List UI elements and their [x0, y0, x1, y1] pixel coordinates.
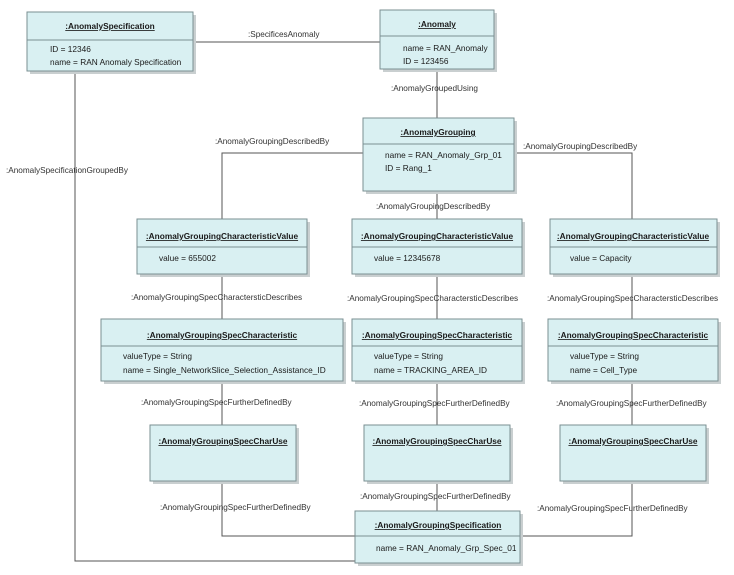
connector-labels: :SpecificesAnomaly :AnomalyGroupedUsing …	[6, 30, 718, 513]
object-title: :AnomalyGrouping	[400, 127, 475, 137]
object-attribute: ID = Rang_1	[385, 163, 432, 173]
object-attribute: ID = 123456	[403, 56, 449, 66]
char-value-box-1[interactable]: :AnomalyGroupingCharacteristicValue valu…	[136, 218, 310, 277]
grouping-spec-box[interactable]: :AnomalyGroupingSpecification name = RAN…	[354, 510, 523, 566]
object-attribute: valueType = String	[123, 351, 192, 361]
object-attribute: value = 12345678	[374, 253, 441, 263]
object-attribute: ID = 12346	[50, 44, 91, 54]
object-attribute: valueType = String	[374, 351, 443, 361]
label-further-defined-4: :AnomalyGroupingSpecFurtherDefinedBy	[160, 503, 312, 512]
object-title: :Anomaly	[418, 19, 456, 29]
object-attribute: value = 655002	[159, 253, 216, 263]
label-described-by-left: :AnomalyGroupingDescribedBy	[215, 137, 330, 146]
edge-described-by-left	[221, 152, 363, 219]
label-spec-grouped-by: :AnomalySpecificationGroupedBy	[6, 166, 129, 175]
label-char-describes-1: :AnomalyGroupingSpecCharactersticDescrib…	[131, 293, 302, 302]
object-title: :AnomalyGroupingSpecCharacteristic	[558, 330, 709, 340]
char-use-box-2[interactable]: :AnomalyGroupingSpecCharUse	[363, 424, 513, 484]
object-attribute: name = RAN_Anomaly_Grp_01	[385, 150, 502, 160]
label-described-by-right: :AnomalyGroupingDescribedBy	[523, 142, 638, 151]
spec-char-box-3[interactable]: :AnomalyGroupingSpecCharacteristic value…	[547, 318, 721, 384]
label-further-defined-1: :AnomalyGroupingSpecFurtherDefinedBy	[141, 398, 293, 407]
object-title: :AnomalySpecification	[65, 21, 154, 31]
edge-further-defined-6	[520, 481, 633, 537]
object-attribute: name = Cell_Type	[570, 365, 637, 375]
object-attribute: name = Single_NetworkSlice_Selection_Ass…	[123, 365, 326, 375]
object-attribute: valueType = String	[570, 351, 639, 361]
object-attribute: name = TRACKING_AREA_ID	[374, 365, 487, 375]
label-anomaly-grouped-using: :AnomalyGroupedUsing	[391, 84, 478, 93]
label-further-defined-3: :AnomalyGroupingSpecFurtherDefinedBy	[556, 399, 708, 408]
object-attribute: name = RAN_Anomaly	[403, 43, 488, 53]
anomaly-grouping-box[interactable]: :AnomalyGrouping name = RAN_Anomaly_Grp_…	[362, 117, 517, 194]
object-title: :AnomalyGroupingSpecCharUse	[568, 436, 697, 446]
object-attribute: name = RAN_Anomaly_Grp_Spec_01	[376, 543, 517, 553]
spec-char-box-1[interactable]: :AnomalyGroupingSpecCharacteristic value…	[100, 318, 346, 384]
anomaly-specification-box[interactable]: :AnomalySpecification ID = 12346 name = …	[26, 11, 196, 74]
char-value-box-3[interactable]: :AnomalyGroupingCharacteristicValue valu…	[549, 218, 720, 277]
object-title: :AnomalyGroupingSpecCharUse	[372, 436, 501, 446]
char-use-box-1[interactable]: :AnomalyGroupingSpecCharUse	[149, 424, 299, 484]
object-title: :AnomalyGroupingSpecCharacteristic	[147, 330, 298, 340]
label-further-defined-5: :AnomalyGroupingSpecFurtherDefinedBy	[360, 492, 512, 501]
object-title: :AnomalyGroupingCharacteristicValue	[557, 231, 710, 241]
label-described-by-center: :AnomalyGroupingDescribedBy	[376, 202, 491, 211]
label-char-describes-2: :AnomalyGroupingSpecCharactersticDescrib…	[347, 294, 518, 303]
object-title: :AnomalyGroupingCharacteristicValue	[146, 231, 299, 241]
object-attribute: value = Capacity	[570, 253, 632, 263]
edge-spec-grouped-by	[74, 72, 355, 562]
label-further-defined-6: :AnomalyGroupingSpecFurtherDefinedBy	[537, 504, 689, 513]
edge-further-defined-4	[221, 481, 355, 537]
edge-described-by-right	[514, 152, 633, 219]
connectors	[74, 41, 633, 562]
label-specifies-anomaly: :SpecificesAnomaly	[248, 30, 320, 39]
object-title: :AnomalyGroupingSpecCharUse	[158, 436, 287, 446]
object-attribute: name = RAN Anomaly Specification	[50, 57, 182, 67]
spec-char-box-2[interactable]: :AnomalyGroupingSpecCharacteristic value…	[351, 318, 525, 384]
anomaly-box[interactable]: :Anomaly name = RAN_Anomaly ID = 123456	[379, 9, 497, 72]
object-title: :AnomalyGroupingSpecification	[375, 520, 502, 530]
char-value-box-2[interactable]: :AnomalyGroupingCharacteristicValue valu…	[351, 218, 525, 277]
label-further-defined-2: :AnomalyGroupingSpecFurtherDefinedBy	[359, 399, 511, 408]
char-use-box-3[interactable]: :AnomalyGroupingSpecCharUse	[559, 424, 709, 484]
label-char-describes-3: :AnomalyGroupingSpecCharactersticDescrib…	[547, 294, 718, 303]
object-title: :AnomalyGroupingSpecCharacteristic	[362, 330, 513, 340]
object-title: :AnomalyGroupingCharacteristicValue	[361, 231, 514, 241]
